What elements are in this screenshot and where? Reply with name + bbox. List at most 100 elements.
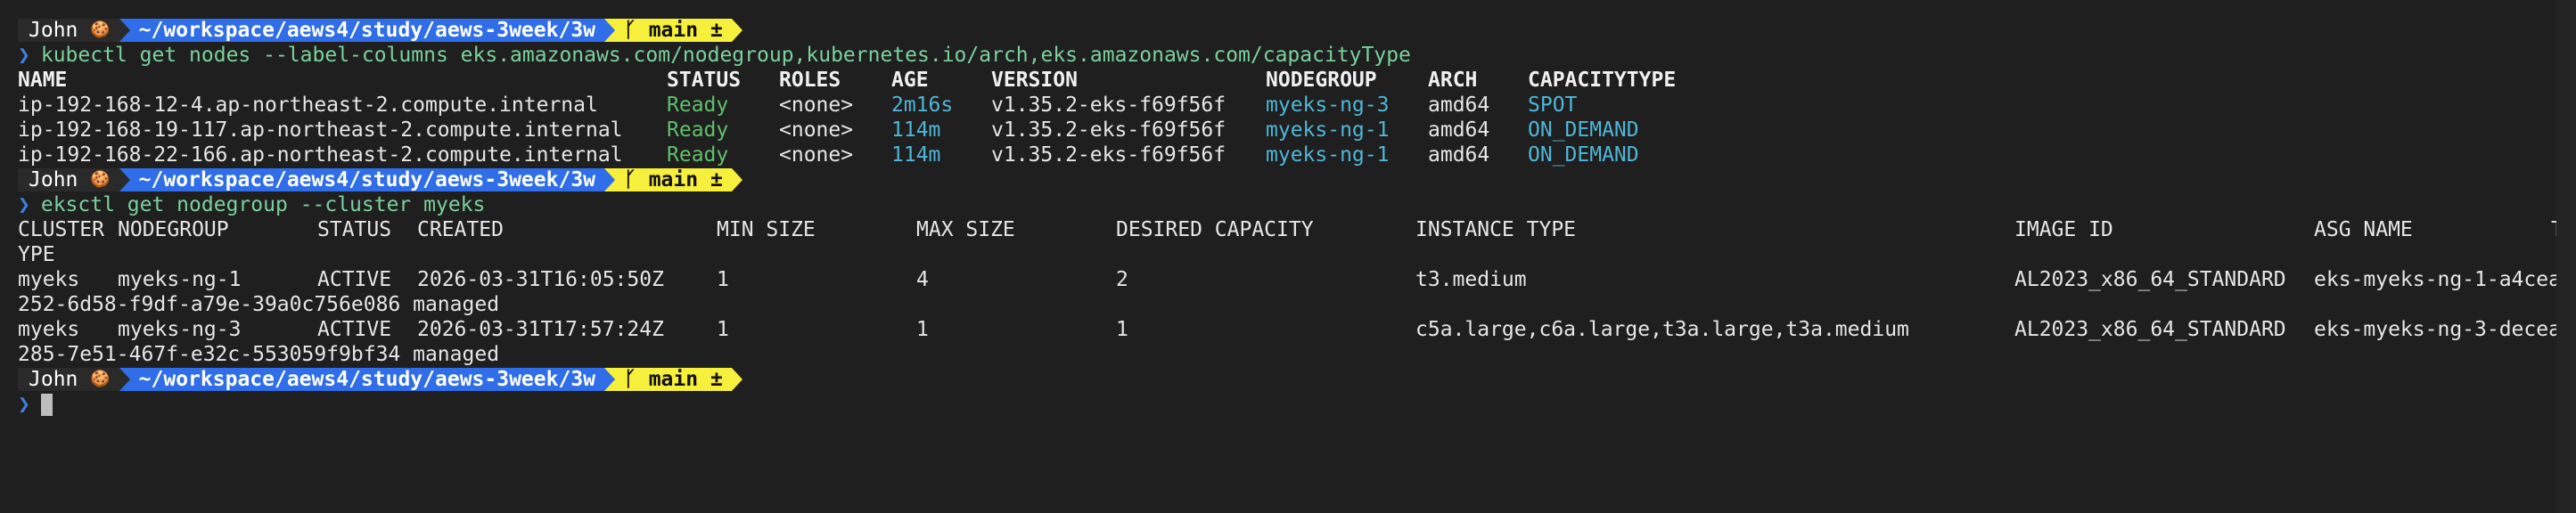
col-header: STATUS: [317, 218, 392, 241]
prompt-line: John 🍪 ~/workspace/aews4/study/aews-3wee…: [18, 18, 2576, 43]
node-version: v1.35.2-eks-f69f56f: [991, 143, 1226, 167]
git-branch-icon: ᚴ: [624, 19, 636, 42]
command-text: eksctl get nodegroup --cluster myeks: [40, 193, 486, 216]
row-wrap-text: 252-6d58-f9df-a79e-39a0c756e086 managed: [18, 293, 500, 316]
node-capacitytype: ON_DEMAND: [1528, 118, 1639, 142]
node-status: Ready: [667, 94, 729, 117]
col-header: CREATED: [417, 218, 504, 241]
ng-min-size: 1: [717, 268, 729, 291]
prompt-line: John 🍪 ~/workspace/aews4/study/aews-3wee…: [18, 167, 2576, 192]
cookie-icon: 🍪: [90, 170, 111, 189]
prompt-git-segment: ᚴ main ±: [615, 19, 732, 42]
ng-cluster: myeks: [18, 268, 80, 291]
ng-status: ACTIVE: [317, 318, 392, 341]
git-branch-icon: ᚴ: [624, 168, 636, 191]
ng-desired: 2: [1116, 268, 1128, 291]
node-version: v1.35.2-eks-f69f56f: [991, 94, 1226, 117]
chevron-right-icon: ❯: [18, 193, 30, 216]
ng-desired: 1: [1116, 318, 1128, 341]
col-header: DESIRED CAPACITY: [1116, 218, 1314, 241]
node-age: 114m: [891, 143, 941, 167]
node-roles: <none>: [779, 94, 854, 117]
table-row: ip-192-168-22-166.ap-northeast-2.compute…: [18, 142, 2576, 167]
node-nodegroup: myeks-ng-1: [1266, 143, 1390, 167]
cookie-icon: 🍪: [90, 370, 111, 388]
col-header: AGE: [891, 69, 929, 92]
row-wrap-line: 285-7e51-467f-e32c-553059f9bf34 managed: [18, 342, 2576, 367]
node-capacitytype: ON_DEMAND: [1528, 143, 1639, 167]
scrollbar[interactable]: [2556, 0, 2576, 513]
row-wrap-line: 252-6d58-f9df-a79e-39a0c756e086 managed: [18, 292, 2576, 317]
node-nodegroup: myeks-ng-1: [1266, 118, 1390, 142]
col-header: NODEGROUP: [118, 218, 229, 241]
ng-asg-name: eks-myeks-ng-1-a4cea: [2314, 268, 2561, 291]
powerline-separator: [731, 368, 742, 391]
powerline-separator: [604, 368, 616, 391]
node-capacitytype: SPOT: [1528, 94, 1578, 117]
command-line: ❯kubectl get nodes --label-columns eks.a…: [18, 43, 2576, 68]
table-row: ip-192-168-19-117.ap-northeast-2.compute…: [18, 118, 2576, 142]
powerline-separator: [119, 168, 130, 191]
node-age: 2m16s: [891, 94, 954, 117]
prompt-path: ~/workspace/aews4/study/aews-3week/3w: [138, 168, 596, 191]
col-header: ASG NAME: [2314, 218, 2413, 241]
node-nodegroup: myeks-ng-3: [1266, 94, 1390, 117]
ng-status: ACTIVE: [317, 268, 392, 291]
node-arch: amd64: [1428, 143, 1490, 167]
powerline-separator: [731, 19, 742, 42]
nodes-table-header: NAME STATUS ROLES AGE VERSION NODEGROUP …: [18, 68, 2576, 93]
powerline-separator: [731, 168, 742, 191]
prompt-user: John: [29, 168, 78, 191]
ng-image-id: AL2023_x86_64_STANDARD: [2014, 318, 2286, 341]
ng-created: 2026-03-31T16:05:50Z: [417, 268, 664, 291]
ng-nodegroup: myeks-ng-3: [118, 318, 242, 341]
table-row: myeks myeks-ng-3 ACTIVE 2026-03-31T17:57…: [18, 317, 2576, 342]
powerline-separator: [604, 19, 616, 42]
node-arch: amd64: [1428, 118, 1490, 142]
prompt-git-segment: ᚴ main ±: [615, 368, 732, 391]
node-name: ip-192-168-19-117.ap-northeast-2.compute…: [18, 118, 623, 142]
node-name: ip-192-168-22-166.ap-northeast-2.compute…: [18, 143, 623, 167]
col-header: IMAGE ID: [2014, 218, 2113, 241]
prompt-user-segment: John 🍪: [18, 19, 119, 42]
git-branch: main ±: [648, 368, 723, 391]
powerline-separator: [604, 168, 616, 191]
prompt-path-segment: ~/workspace/aews4/study/aews-3week/3w: [129, 168, 605, 191]
node-status: Ready: [667, 118, 729, 142]
prompt-path: ~/workspace/aews4/study/aews-3week/3w: [138, 368, 596, 391]
node-roles: <none>: [779, 118, 854, 142]
col-header: MIN SIZE: [717, 218, 816, 241]
git-branch: main ±: [648, 19, 723, 42]
node-roles: <none>: [779, 143, 854, 167]
ng-instance-type: c5a.large,c6a.large,t3a.large,t3a.medium: [1415, 318, 1909, 341]
prompt-user-segment: John 🍪: [18, 368, 119, 391]
col-header: ROLES: [779, 69, 841, 92]
nodegroup-table-header: CLUSTER NODEGROUP STATUS CREATED MIN SIZ…: [18, 217, 2576, 242]
powerline-separator: [119, 368, 130, 391]
col-header: NAME: [18, 69, 68, 92]
prompt-path-segment: ~/workspace/aews4/study/aews-3week/3w: [129, 368, 605, 391]
col-header: INSTANCE TYPE: [1415, 218, 1577, 241]
chevron-right-icon: ❯: [18, 393, 30, 416]
prompt-git-segment: ᚴ main ±: [615, 168, 732, 191]
ng-cluster: myeks: [18, 318, 80, 341]
input-line[interactable]: ❯: [18, 392, 2576, 417]
powerline-separator: [119, 19, 130, 42]
prompt-user: John: [29, 368, 78, 391]
node-name: ip-192-168-12-4.ap-northeast-2.compute.i…: [18, 94, 598, 117]
prompt-user-segment: John 🍪: [18, 168, 119, 191]
ng-max-size: 4: [916, 268, 929, 291]
prompt-user: John: [29, 19, 78, 42]
ng-created: 2026-03-31T17:57:24Z: [417, 318, 664, 341]
header-wrap-text: YPE: [18, 243, 55, 266]
git-branch-icon: ᚴ: [624, 368, 636, 391]
ng-image-id: AL2023_x86_64_STANDARD: [2014, 268, 2286, 291]
git-branch: main ±: [648, 168, 723, 191]
command-text: kubectl get nodes --label-columns eks.am…: [40, 44, 1411, 67]
node-age: 114m: [891, 118, 941, 142]
text-cursor: [40, 394, 53, 416]
header-wrap-line: YPE: [18, 242, 2576, 267]
node-version: v1.35.2-eks-f69f56f: [991, 118, 1226, 142]
prompt-line: John 🍪 ~/workspace/aews4/study/aews-3wee…: [18, 367, 2576, 392]
